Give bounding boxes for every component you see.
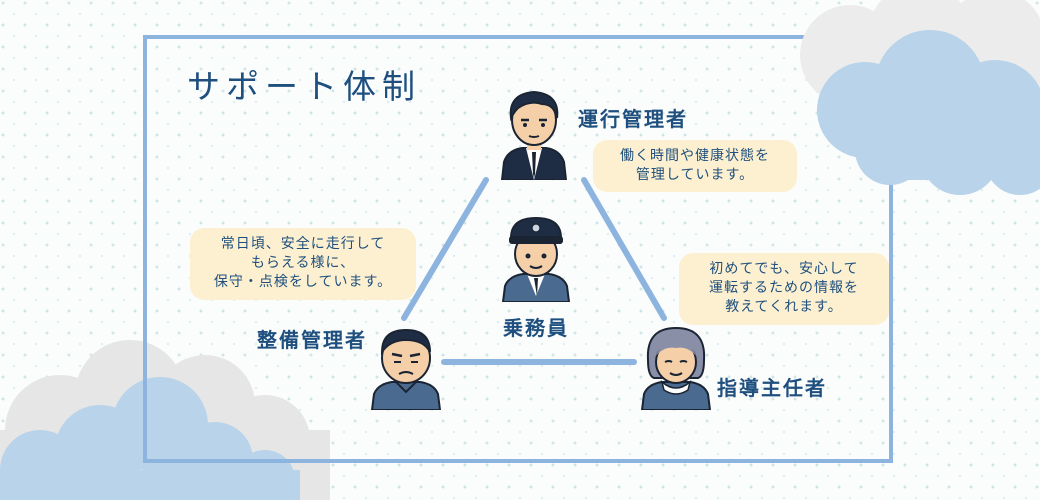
bubble-maintenance: 常日頃、安全に走行して もらえる様に、 保守・点検をしています。 (190, 228, 416, 300)
role-guidance-chief: 指導主任者 (717, 376, 827, 400)
bubble-maintenance-line: 常日頃、安全に走行して (220, 236, 386, 252)
cloud-top-right (800, 0, 1040, 195)
bubble-guidance-line: 教えてくれます。 (725, 299, 843, 315)
diagram-frame (143, 35, 893, 463)
bubble-guidance-line: 初めてでも、安心して (709, 261, 859, 277)
maintenance-manager-avatar (370, 328, 442, 410)
bubble-guidance: 初めてでも、安心して 運転するための情報を 教えてくれます。 (679, 253, 889, 325)
guidance-chief-avatar (640, 326, 712, 410)
line-left (401, 177, 489, 321)
bubble-guidance-line: 運転するための情報を (709, 280, 859, 296)
cloud-bottom-left (0, 340, 330, 500)
role-driver: 乗務員 (503, 316, 569, 340)
bubble-operations: 働く時間や健康状態を 管理しています。 (593, 140, 797, 192)
operations-manager-avatar (500, 90, 568, 180)
driver-avatar (501, 216, 571, 302)
bubble-maintenance-line: もらえる様に、 (250, 255, 356, 271)
bubble-operations-line: 働く時間や健康状態を (620, 148, 770, 164)
bubble-maintenance-line: 保守・点検をしています。 (213, 274, 393, 290)
role-operations-manager: 運行管理者 (578, 107, 688, 131)
line-right (581, 177, 667, 321)
bubble-operations-line: 管理しています。 (635, 167, 755, 183)
role-maintenance-manager: 整備管理者 (257, 328, 367, 352)
page-title: サポート体制 (187, 67, 421, 106)
